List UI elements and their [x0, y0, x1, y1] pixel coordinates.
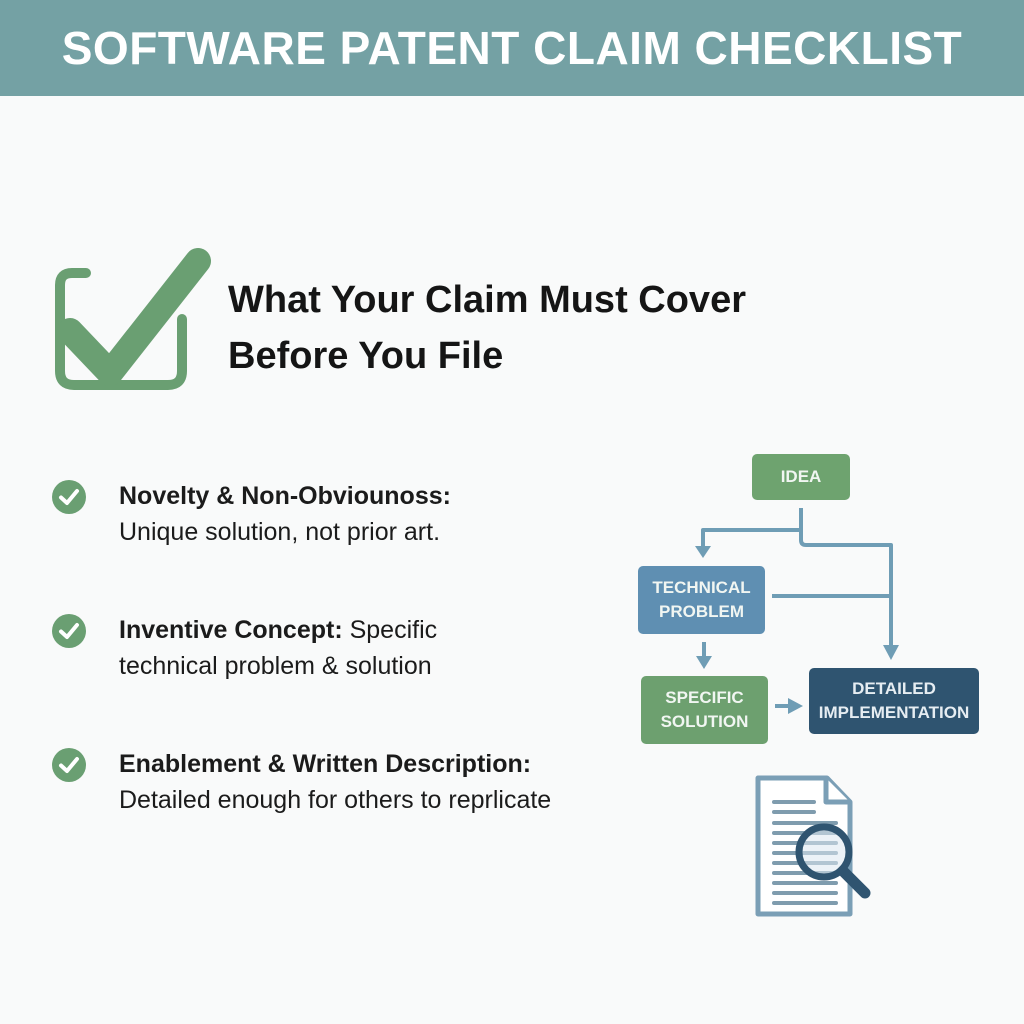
check-circle-icon	[52, 480, 86, 514]
flow-node-idea: IDEA	[752, 454, 850, 500]
checklist-item-text: Novelty & Non-Obviounoss: Unique solutio…	[119, 478, 639, 550]
checklist-item-body-inline: Specific	[342, 616, 438, 644]
section-heading: What Your Claim Must Cover Before You Fi…	[228, 272, 746, 384]
checklist-item-heading: Novelty & Non-Obviounoss:	[119, 482, 451, 510]
flow-node-label: IMPLEMENTATION	[818, 703, 970, 722]
checklist-item-body: Unique solution, not prior art.	[119, 518, 441, 546]
header-banner: SOFTWARE PATENT CLAIM CHECKLIST	[0, 0, 1024, 96]
page-title: SOFTWARE PATENT CLAIM CHECKLIST	[61, 22, 963, 74]
checklist-item-heading: Inventive Concept:	[119, 616, 343, 644]
check-circle-icon	[52, 748, 86, 782]
flow-node-label: IDEA	[780, 467, 822, 486]
checklist-item-text: Inventive Concept: Specific technical pr…	[119, 612, 639, 684]
checklist-item-body: Detailed enough for others to reprlicate	[119, 786, 552, 814]
flow-node-label: SOLUTION	[660, 712, 749, 731]
flow-node-technical-problem: TECHNICAL PROBLEM	[638, 566, 765, 634]
section-heading-line2: Before You File	[228, 335, 504, 377]
section-heading-line1: What Your Claim Must Cover	[228, 279, 746, 321]
flow-node-label: SPECIFIC	[665, 688, 744, 707]
flow-node-label: TECHNICAL	[652, 578, 751, 597]
checklist-item-text: Enablement & Written Description: Detail…	[119, 746, 639, 818]
checkbox-checked-icon	[55, 248, 211, 390]
flow-node-detailed-implementation: DETAILED IMPLEMENTATION	[809, 668, 979, 734]
check-circle-icon	[52, 614, 86, 648]
flow-node-label: PROBLEM	[659, 602, 744, 621]
checklist-item-heading: Enablement & Written Description:	[119, 750, 532, 778]
document-search-icon	[755, 775, 871, 917]
flow-node-label: DETAILED	[852, 679, 936, 698]
flow-node-specific-solution: SPECIFIC SOLUTION	[641, 676, 768, 744]
checklist-item-body: technical problem & solution	[119, 652, 432, 680]
